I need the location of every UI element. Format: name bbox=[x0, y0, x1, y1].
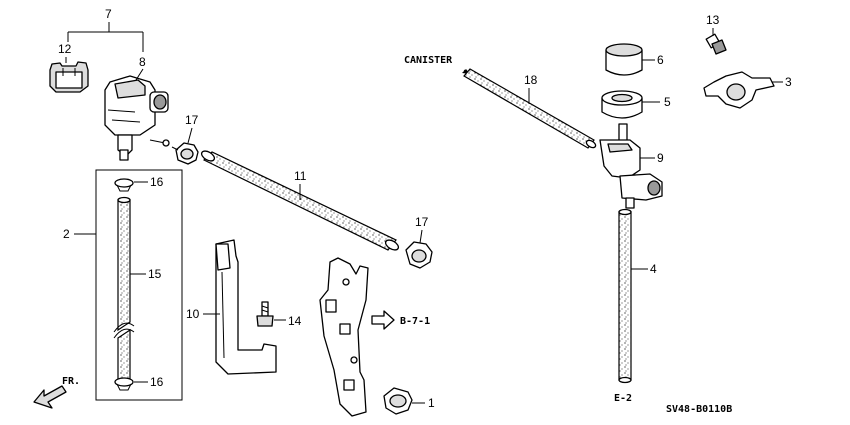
canister-text: CANISTER bbox=[404, 55, 453, 66]
callout-16-upper: 16 bbox=[150, 175, 164, 189]
callout-15: 15 bbox=[148, 267, 162, 281]
part-17-clamp-right: 17 bbox=[405, 215, 433, 269]
callout-2: 2 bbox=[63, 227, 70, 241]
part-4-hose: 4 bbox=[618, 208, 657, 384]
part-10-bracket: 10 bbox=[186, 239, 277, 375]
callout-16-lower: 16 bbox=[150, 375, 164, 389]
callout-18: 18 bbox=[524, 73, 538, 87]
bracket-center bbox=[319, 257, 369, 417]
part-11-hose: 11 bbox=[200, 150, 400, 251]
part-8-solenoid-valve: 8 bbox=[104, 55, 170, 161]
part-13-bolt: 13 bbox=[705, 13, 727, 55]
front-arrow-label: FR. bbox=[62, 376, 80, 387]
callout-10: 10 bbox=[186, 307, 200, 321]
part-6-cap: 6 bbox=[605, 43, 664, 76]
part-16-clip-lower: 16 bbox=[114, 375, 164, 391]
part-2-assembly-box: 2 bbox=[63, 169, 183, 401]
callout-7-bracket: 7 bbox=[67, 7, 144, 52]
callout-9: 9 bbox=[657, 151, 664, 165]
part-16-clip-upper: 16 bbox=[114, 175, 164, 192]
callout-7: 7 bbox=[105, 7, 112, 21]
reference-b-7-1: B-7-1 bbox=[371, 310, 430, 330]
part-15-hose: 15 bbox=[113, 196, 162, 381]
callout-1: 1 bbox=[428, 396, 435, 410]
front-arrow: FR. bbox=[33, 376, 80, 409]
callout-5: 5 bbox=[664, 95, 671, 109]
callout-6: 6 bbox=[657, 53, 664, 67]
part-5-grommet: 5 bbox=[601, 90, 671, 119]
part-3-clamp-bracket: 3 bbox=[703, 71, 792, 109]
callout-3: 3 bbox=[785, 75, 792, 89]
callout-17-upper: 17 bbox=[185, 113, 199, 127]
callout-8: 8 bbox=[139, 55, 146, 69]
part-1-clamp: 1 bbox=[383, 387, 435, 415]
callout-14: 14 bbox=[288, 314, 302, 328]
part-12-cap: 12 bbox=[49, 42, 89, 93]
part-18-hose: 18 bbox=[463, 68, 597, 149]
callout-11: 11 bbox=[294, 169, 307, 183]
reference-b-7-1-label: B-7-1 bbox=[400, 316, 430, 327]
callout-13: 13 bbox=[706, 13, 720, 27]
reference-e-2: E-2 bbox=[614, 393, 632, 404]
part-9-valve: 9 bbox=[599, 123, 664, 209]
reference-e-2-label: E-2 bbox=[614, 393, 632, 404]
diagram-code: SV48-B0110B bbox=[666, 404, 732, 415]
part-17-clamp-upper: 17 bbox=[171, 113, 199, 165]
part-14-bolt: 14 bbox=[256, 301, 302, 328]
callout-4: 4 bbox=[650, 262, 657, 276]
callout-12: 12 bbox=[58, 42, 72, 56]
canister-label: CANISTER bbox=[404, 55, 471, 75]
callout-17-right: 17 bbox=[415, 215, 429, 229]
